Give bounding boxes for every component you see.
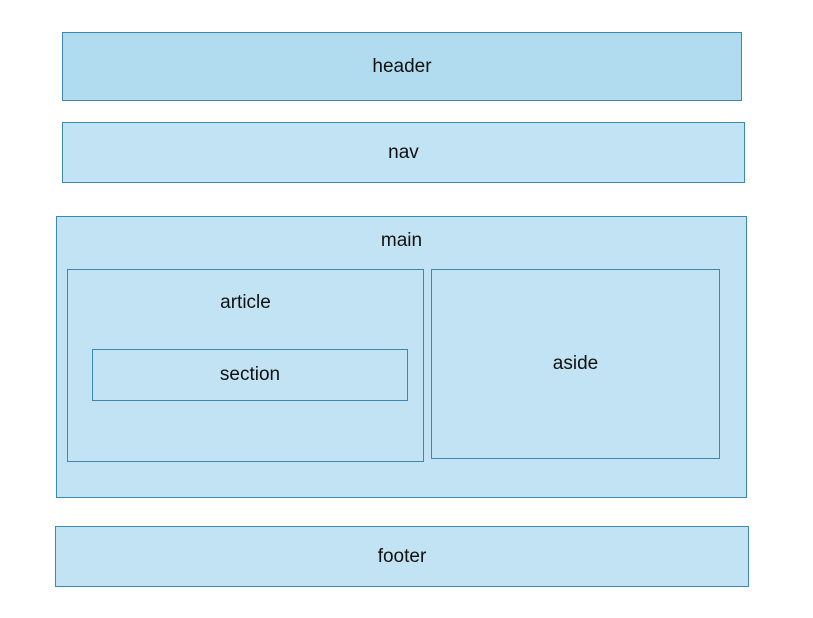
main-box: main article section aside [56,216,747,498]
footer-box: footer [55,526,749,587]
nav-box: nav [62,122,745,183]
nav-label: nav [388,141,419,163]
header-box: header [62,32,742,101]
section-label: section [219,364,281,385]
section-box: section [92,349,408,401]
aside-label: aside [552,353,599,374]
article-label: article [220,292,271,313]
aside-box: aside [431,269,720,459]
main-label: main [380,230,423,251]
header-label: header [372,55,432,77]
article-box: article section [67,269,424,462]
footer-label: footer [377,545,427,567]
